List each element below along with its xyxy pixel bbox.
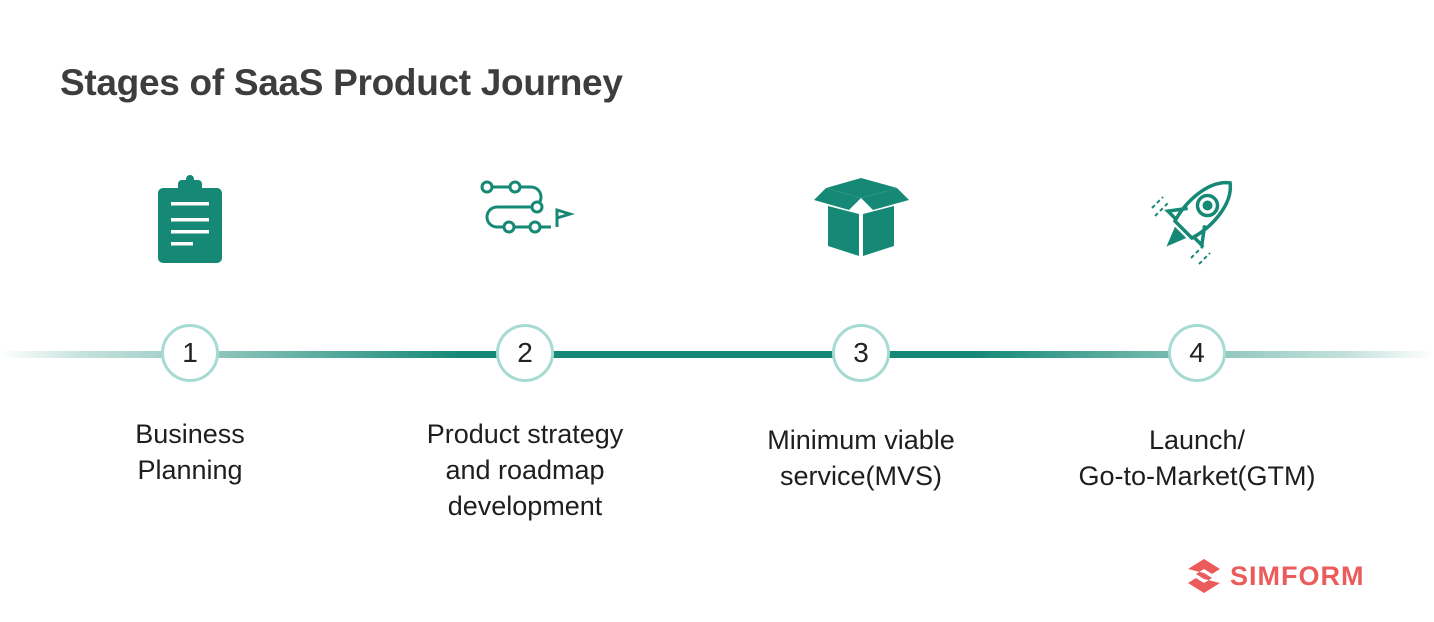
simform-logo: SIMFORM bbox=[1186, 556, 1365, 596]
roadmap-icon bbox=[475, 170, 575, 270]
step-number: 1 bbox=[161, 324, 219, 382]
simform-mark-icon bbox=[1188, 559, 1220, 593]
timeline-line bbox=[0, 351, 1434, 358]
box-icon bbox=[811, 170, 911, 270]
rocket-icon bbox=[1147, 170, 1247, 270]
step-number: 4 bbox=[1168, 324, 1226, 382]
step-number: 3 bbox=[832, 324, 890, 382]
stage-label: Minimum viable service(MVS) bbox=[767, 425, 955, 491]
stage-label: Product strategy and roadmap development bbox=[426, 419, 624, 521]
step-number: 2 bbox=[496, 324, 554, 382]
logo-text: SIMFORM bbox=[1230, 560, 1365, 591]
clipboard-icon bbox=[140, 170, 240, 270]
page-title: Stages of SaaS Product Journey bbox=[60, 62, 623, 103]
stage-label: Business Planning bbox=[135, 419, 245, 485]
stage-label: Launch/ Go-to-Market(GTM) bbox=[1078, 425, 1316, 491]
